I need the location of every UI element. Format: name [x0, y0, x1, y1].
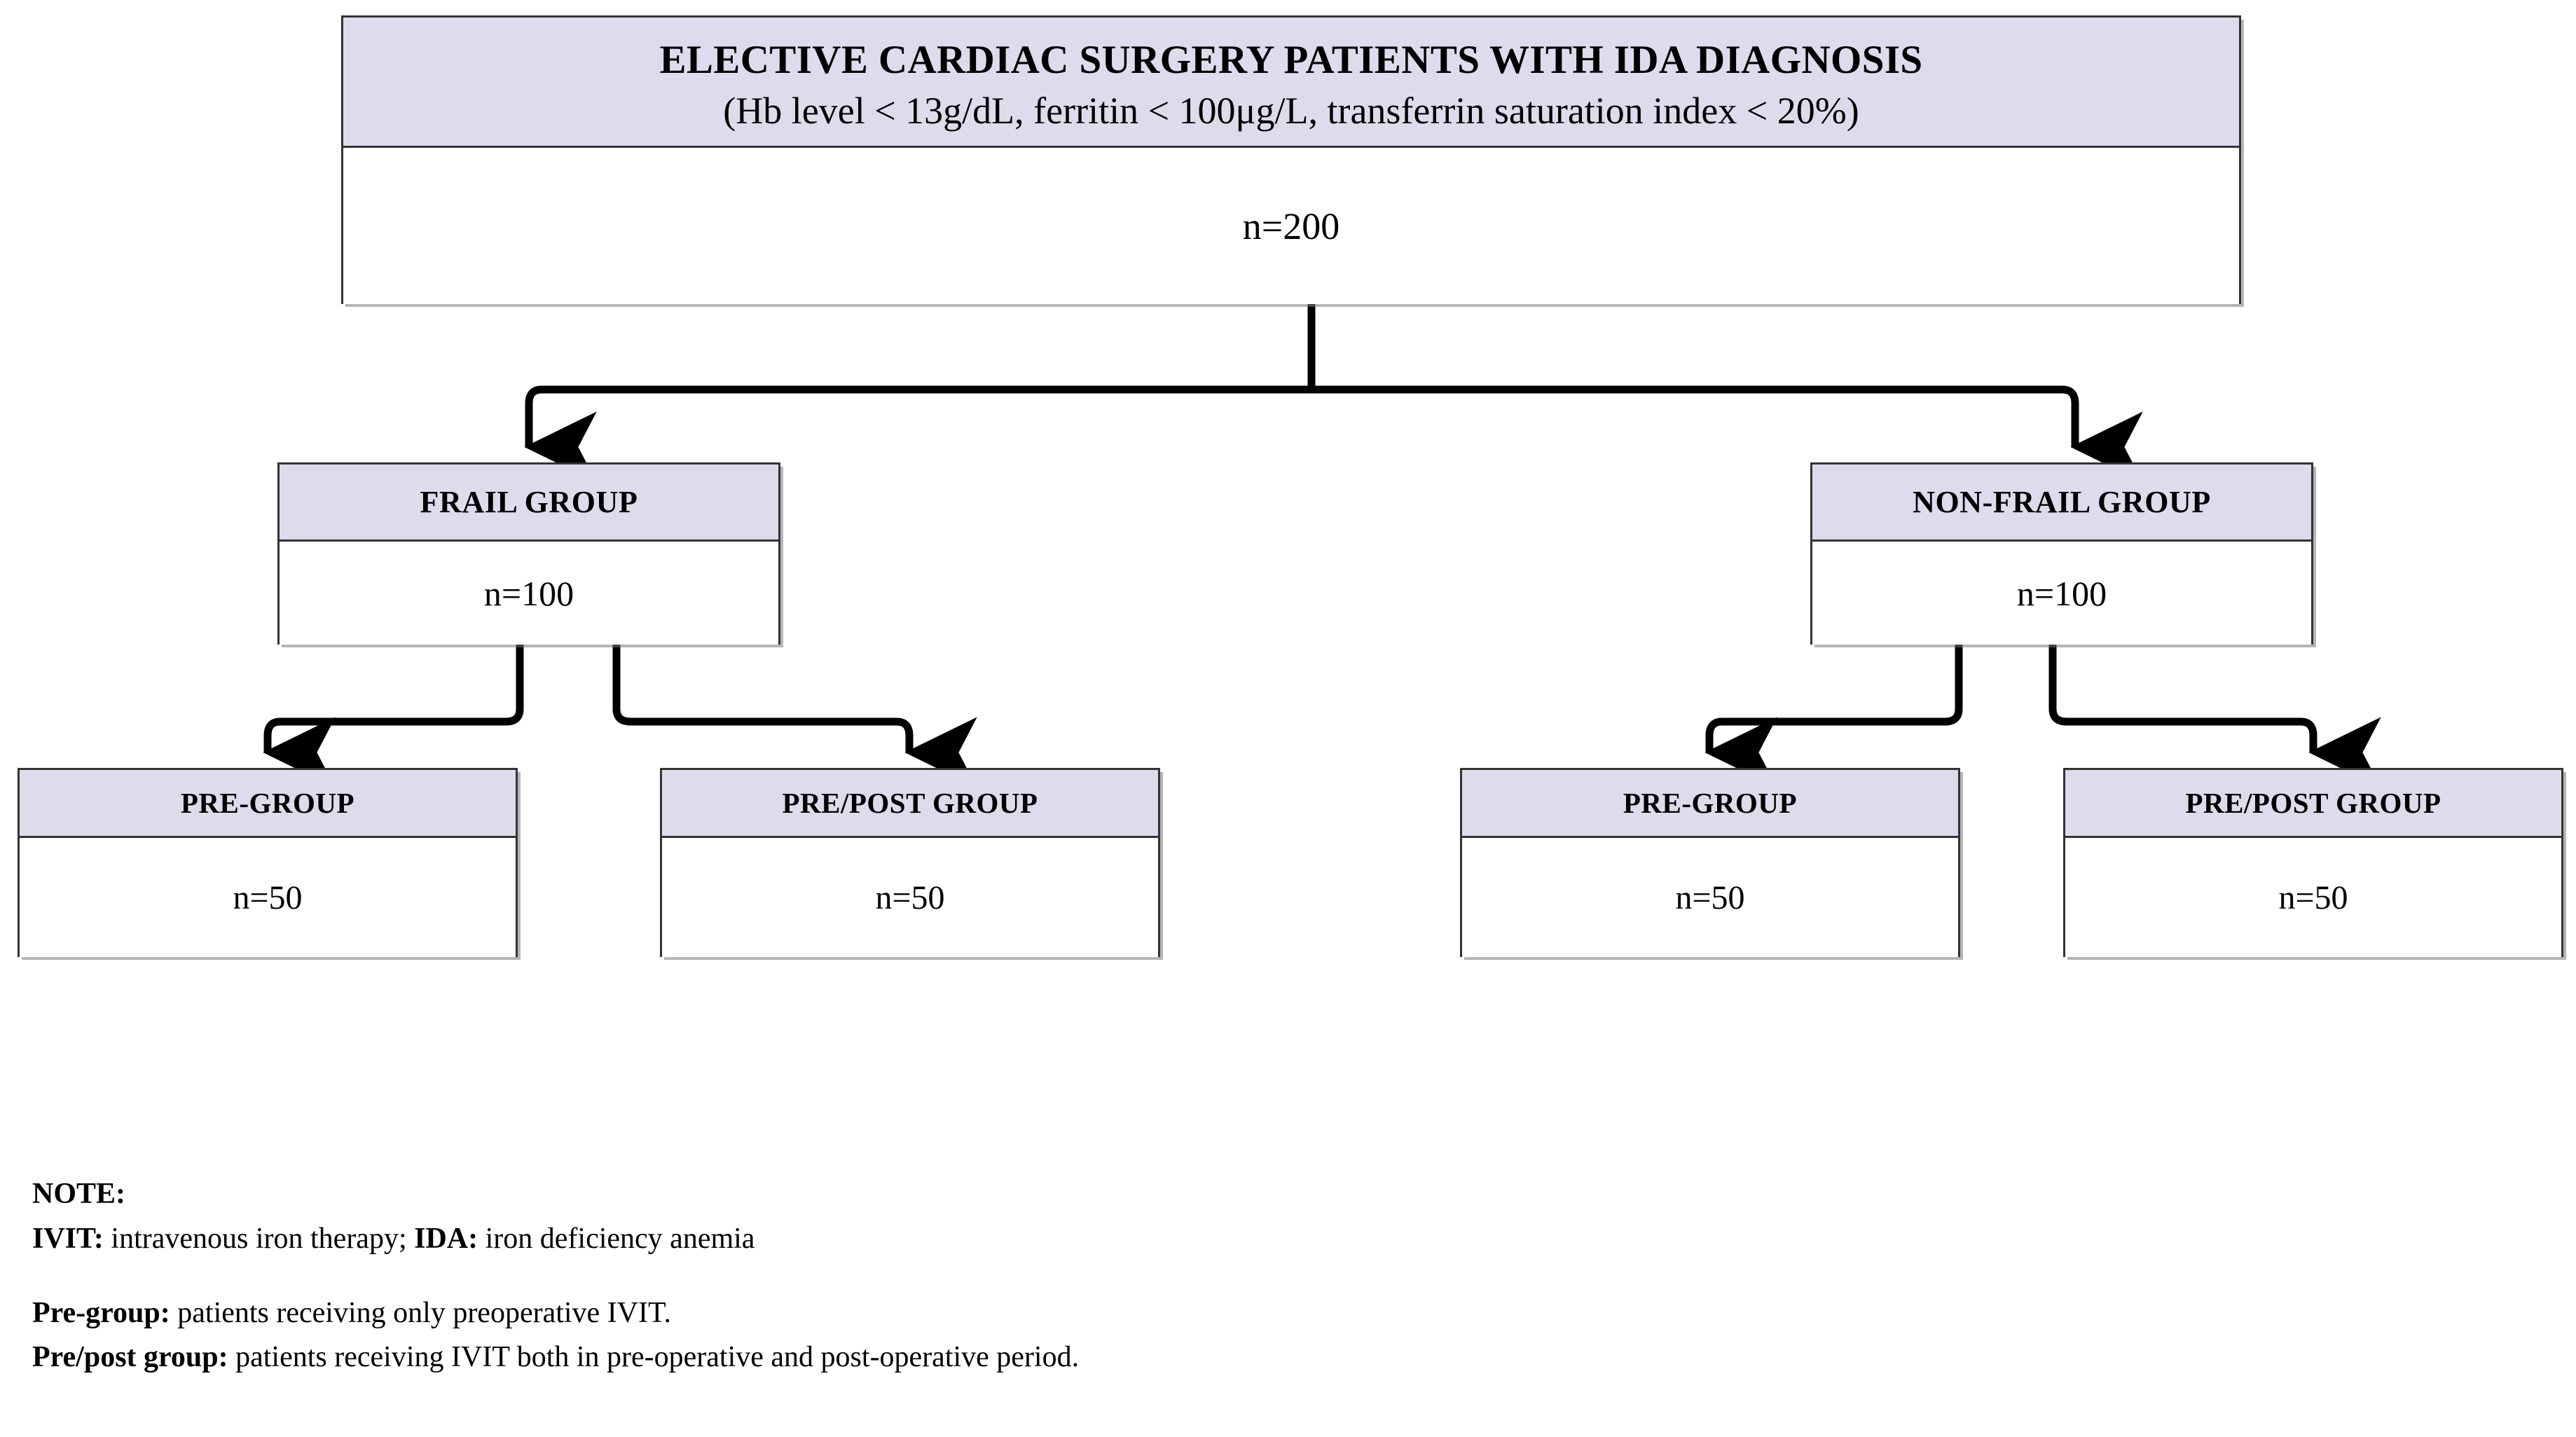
- group-node-nonfrail: NON-FRAIL GROUP n=100: [1810, 462, 2313, 645]
- group-node-frail-count: n=100: [280, 542, 778, 645]
- connector-root-to-frail: [524, 385, 1311, 483]
- abbrev-ida-term: IDA:: [414, 1222, 478, 1255]
- abbrev-ivit-term: IVIT:: [32, 1222, 104, 1255]
- subgroup-node-nonfrail-pre-count: n=50: [1462, 838, 1958, 957]
- subgroup-node-frail-prepost-count: n=50: [662, 838, 1158, 957]
- notes-heading: NOTE:: [32, 1172, 1079, 1217]
- subgroup-node-frail-prepost-label: PRE/POST GROUP: [662, 770, 1158, 838]
- notes-prepost-group-definition: Pre/post group: patients receiving IVIT …: [32, 1335, 1079, 1380]
- pre-group-description: patients receiving only preoperative IVI…: [170, 1296, 672, 1329]
- connector-frail-to-pre: [263, 645, 524, 788]
- connector-root-to-nonfrail: [1311, 385, 2143, 483]
- subgroup-node-frail-pre-count: n=50: [20, 838, 516, 957]
- subgroup-node-nonfrail-pre-label: PRE-GROUP: [1462, 770, 1958, 838]
- group-node-frail-label: FRAIL GROUP: [280, 465, 778, 542]
- abbrev-ida-definition: iron deficiency anemia: [478, 1222, 755, 1255]
- notes-block: NOTE: IVIT: intravenous iron therapy; ID…: [32, 1172, 1079, 1380]
- prepost-group-term: Pre/post group:: [32, 1341, 228, 1374]
- subgroup-node-nonfrail-prepost: PRE/POST GROUP n=50: [2063, 768, 2563, 957]
- subgroup-node-nonfrail-prepost-count: n=50: [2065, 838, 2561, 957]
- notes-heading-text: NOTE:: [32, 1178, 126, 1210]
- group-node-nonfrail-count: n=100: [1812, 542, 2311, 645]
- connector-frail-to-prepost: [612, 645, 977, 788]
- root-node-count: n=200: [343, 148, 2239, 304]
- connector-nonfrail-to-prepost: [2048, 645, 2381, 788]
- subgroup-node-frail-prepost: PRE/POST GROUP n=50: [660, 768, 1160, 957]
- prepost-group-description: patients receiving IVIT both in pre-oper…: [228, 1341, 1080, 1374]
- group-node-frail: FRAIL GROUP n=100: [277, 462, 780, 645]
- root-title-line1: ELECTIVE CARDIAC SURGERY PATIENTS WITH I…: [659, 38, 1923, 83]
- subgroup-node-nonfrail-pre: PRE-GROUP n=50: [1460, 768, 1960, 957]
- notes-spacer: [32, 1262, 1079, 1291]
- notes-pre-group-definition: Pre-group: patients receiving only preop…: [32, 1291, 1079, 1336]
- subgroup-node-nonfrail-prepost-label: PRE/POST GROUP: [2065, 770, 2561, 838]
- pre-group-term: Pre-group:: [32, 1296, 170, 1329]
- group-node-nonfrail-label: NON-FRAIL GROUP: [1812, 465, 2311, 542]
- connector-nonfrail-to-pre: [1704, 645, 1963, 788]
- notes-abbreviations: IVIT: intravenous iron therapy; IDA: iro…: [32, 1217, 1079, 1262]
- subgroup-node-frail-pre: PRE-GROUP n=50: [18, 768, 518, 957]
- subgroup-node-frail-pre-label: PRE-GROUP: [20, 770, 516, 838]
- root-title-line2: (Hb level < 13g/dL, ferritin < 100μg/L, …: [723, 90, 1859, 132]
- root-node: ELECTIVE CARDIAC SURGERY PATIENTS WITH I…: [341, 15, 2241, 304]
- root-node-header: ELECTIVE CARDIAC SURGERY PATIENTS WITH I…: [343, 18, 2239, 148]
- abbrev-ivit-definition: intravenous iron therapy;: [103, 1222, 415, 1255]
